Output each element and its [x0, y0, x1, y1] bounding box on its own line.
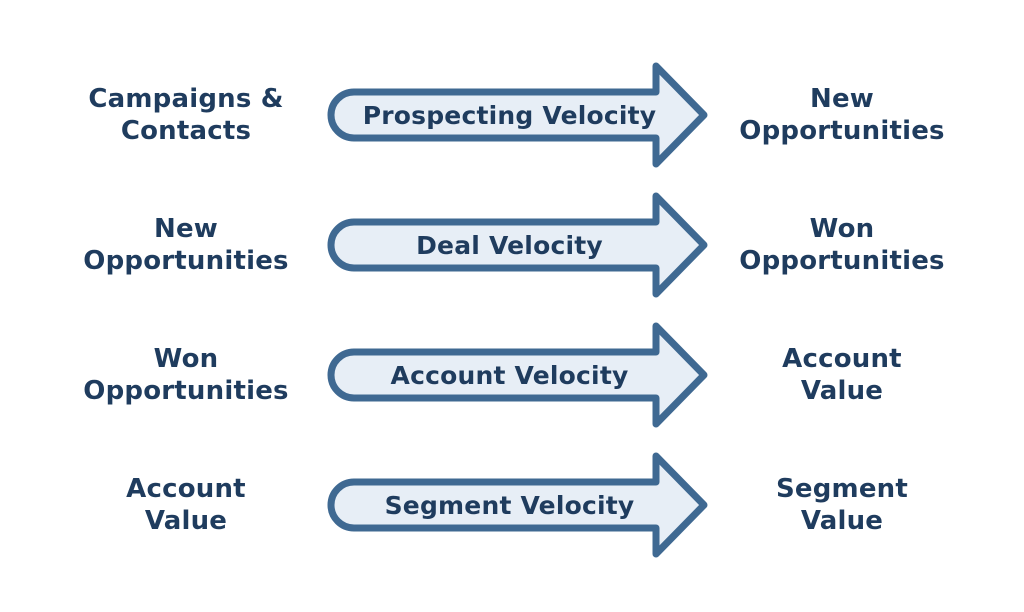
- process-arrow: Account Velocity: [312, 310, 722, 440]
- input-label-line: Campaigns &: [88, 84, 284, 114]
- right-arrow-icon: [327, 62, 708, 168]
- process-label: Account Velocity: [390, 360, 629, 390]
- process-arrow: Segment Velocity: [312, 440, 722, 570]
- output-label-line: Value: [800, 506, 884, 536]
- input-label: Won Opportunities: [66, 310, 306, 440]
- right-arrow-icon: [327, 322, 708, 428]
- flow-row: Won Opportunities Account Velocity Accou…: [0, 310, 1024, 440]
- output-label-line: Opportunities: [739, 246, 945, 276]
- input-label-line: Contacts: [120, 116, 252, 146]
- flow-row: Account Value Segment Velocity Segment V…: [0, 440, 1024, 570]
- output-label-line: Won: [809, 214, 875, 244]
- output-label-line: Opportunities: [739, 116, 945, 146]
- output-label-line: Value: [800, 376, 884, 406]
- input-label: Campaigns & Contacts: [66, 50, 306, 180]
- right-arrow-icon: [327, 192, 708, 298]
- output-label-line: Segment: [775, 474, 909, 504]
- output-label: Segment Value: [722, 440, 962, 570]
- input-label-line: Value: [144, 506, 228, 536]
- input-label-line: Won: [153, 344, 219, 374]
- right-arrow-icon: [327, 452, 708, 558]
- input-label-line: Account: [126, 474, 246, 504]
- output-label-line: New: [809, 84, 874, 114]
- input-label: New Opportunities: [66, 180, 306, 310]
- process-label: Deal Velocity: [416, 230, 603, 260]
- process-label: Prospecting Velocity: [362, 100, 657, 130]
- process-arrow: Deal Velocity: [312, 180, 722, 310]
- input-label: Account Value: [66, 440, 306, 570]
- input-label-line: Opportunities: [83, 246, 289, 276]
- output-label: Account Value: [722, 310, 962, 440]
- process-label: Segment Velocity: [384, 490, 635, 520]
- input-label-line: Opportunities: [83, 376, 289, 406]
- output-label: New Opportunities: [722, 50, 962, 180]
- input-label-line: New: [153, 214, 218, 244]
- output-label: Won Opportunities: [722, 180, 962, 310]
- flow-row: New Opportunities Deal Velocity Won Oppo…: [0, 180, 1024, 310]
- flow-row: Campaigns & Contacts Prospecting Velocit…: [0, 50, 1024, 180]
- process-arrow: Prospecting Velocity: [312, 50, 722, 180]
- output-label-line: Account: [782, 344, 902, 374]
